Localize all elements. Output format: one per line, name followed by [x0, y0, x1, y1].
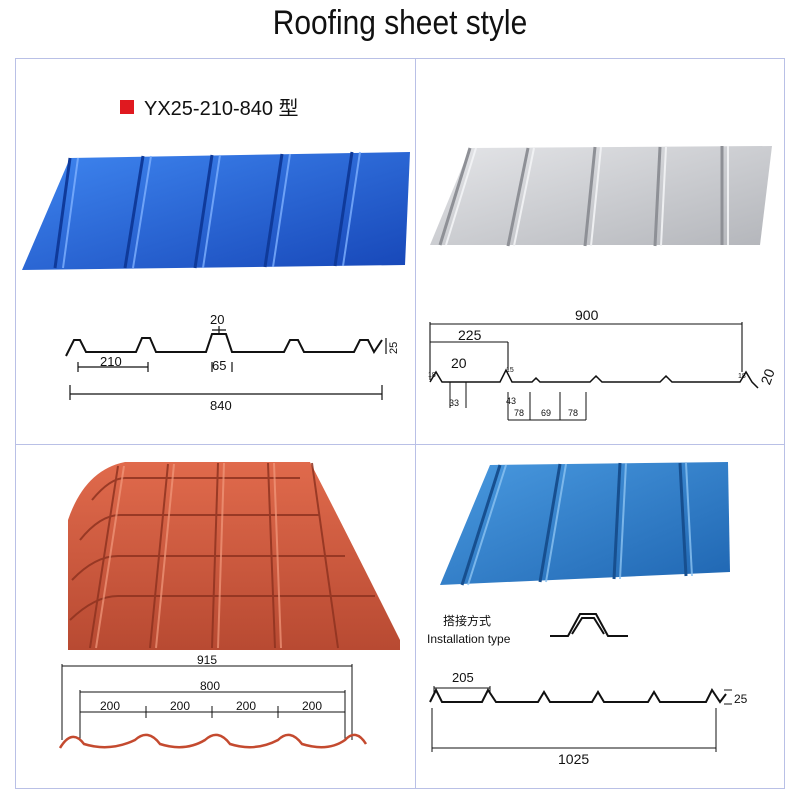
dim-right-height: 18	[738, 373, 746, 380]
profile-1025	[429, 686, 732, 752]
dim-tile-seg-4: 200	[302, 699, 322, 713]
vertical-divider	[415, 58, 416, 789]
dim-tile-seg-3: 200	[236, 699, 256, 713]
tile-wave	[58, 733, 368, 749]
dim-rib-height: 65	[212, 358, 226, 373]
dim-rib-small: 15	[506, 367, 514, 374]
red-square-icon	[120, 99, 134, 114]
install-label-en: Installation type	[427, 632, 511, 646]
model-label: YX25-210-840 型	[120, 92, 299, 121]
dim-pitch-225: 225	[458, 327, 482, 343]
red-tile-sheet	[68, 462, 400, 650]
blue-sheet-2	[440, 462, 730, 586]
outer-frame	[15, 58, 785, 789]
dim-seg-a: 78	[514, 408, 524, 418]
dim-pitch-205: 205	[452, 670, 474, 685]
profile-tile	[61, 664, 353, 740]
dim-mid: 43	[506, 396, 516, 406]
dim-seg-c: 78	[568, 408, 578, 418]
model-label-text: YX25-210-840 型	[144, 98, 299, 120]
dim-tile-seg-1: 200	[100, 699, 120, 713]
profile-yx25	[65, 326, 387, 400]
dim-cover-width: 840	[210, 398, 232, 413]
horizontal-divider	[15, 444, 785, 445]
dim-left-height: 18	[428, 372, 436, 379]
dim-tile-cover: 800	[200, 679, 220, 693]
dim-slope: 20	[757, 366, 777, 386]
dim-height-25: 25	[734, 692, 748, 706]
dim-height: 25	[388, 342, 400, 354]
profile-900	[429, 322, 759, 421]
dim-total: 900	[575, 307, 599, 323]
page-title: Roofing sheet style	[272, 4, 528, 42]
dim-cover-1025: 1025	[558, 751, 589, 767]
dim-rib-top: 20	[210, 312, 224, 327]
dim-rib-base: 33	[449, 398, 459, 408]
dim-seg-b: 69	[541, 408, 551, 418]
dim-tile-seg-2: 200	[170, 699, 190, 713]
dim-tile-total: 915	[197, 653, 217, 667]
blue-roofing-sheet	[22, 151, 410, 270]
install-label-cn: 搭接方式	[443, 614, 492, 628]
dim-rib-top-20: 20	[451, 355, 467, 371]
overlap-profile-icon	[550, 613, 628, 637]
grey-roofing-sheet	[430, 146, 772, 247]
dim-pitch: 210	[100, 354, 122, 369]
